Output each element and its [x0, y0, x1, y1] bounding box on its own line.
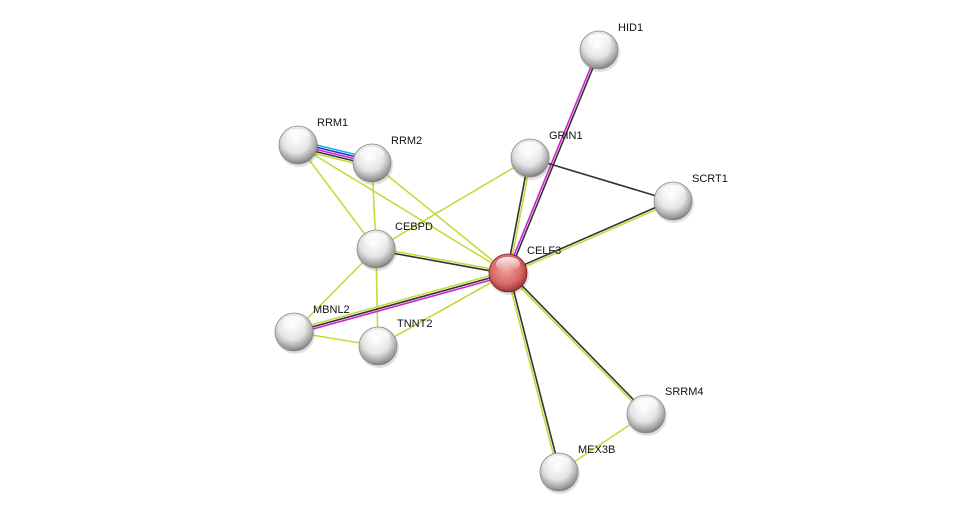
edge-celf3-scrt1[interactable]	[507, 199, 674, 275]
node-label: RRM1	[317, 117, 349, 129]
edge-evidence-coexpression	[507, 199, 673, 273]
edge-rrm1-cebpd[interactable]	[297, 144, 377, 250]
edge-evidence-textmining	[506, 273, 559, 473]
edge-celf3-rrm1[interactable]	[297, 144, 509, 274]
edge-celf3-grin1[interactable]	[506, 157, 532, 274]
edge-evidence-textmining	[297, 144, 509, 274]
edge-evidence-textmining	[508, 201, 674, 275]
edge-evidence-coexpression	[508, 271, 648, 414]
edge-grin1-scrt1[interactable]	[529, 157, 674, 202]
edge-evidence-textmining	[371, 162, 509, 274]
edge-celf3-tnnt2[interactable]	[377, 272, 509, 347]
node-label: SRRM4	[665, 386, 704, 398]
edge-evidence-coexpression	[375, 249, 508, 275]
edge-celf3-cebpd[interactable]	[375, 247, 509, 275]
edge-evidence-coexpression	[508, 272, 561, 472]
edge-evidence-textmining	[293, 270, 508, 331]
edge-evidence-coexpression	[529, 157, 674, 202]
edge-evidence-coexpression	[508, 50, 601, 274]
node-rrm2[interactable]	[352, 143, 393, 185]
node-label: GRIN1	[549, 130, 583, 142]
node-rrm1[interactable]	[278, 125, 319, 167]
node-label: TNNT2	[397, 318, 433, 330]
edge-celf3-hid1[interactable]	[506, 49, 601, 274]
edge-evidence-coexpression	[506, 157, 530, 273]
edge-grin1-cebpd[interactable]	[375, 157, 531, 250]
edge-evidence-textmining	[297, 144, 377, 250]
edge-celf3-mbnl2[interactable]	[293, 270, 509, 335]
node-srrm4[interactable]	[626, 394, 667, 436]
node-grin1[interactable]	[510, 138, 551, 180]
node-hid1[interactable]	[579, 30, 620, 72]
edge-evidence-textmining	[376, 247, 509, 273]
edge-evidence-textmining	[508, 158, 532, 274]
edge-celf3-mex3b[interactable]	[506, 272, 561, 473]
edge-evidence-coexpression	[293, 272, 509, 333]
node-tnnt2[interactable]	[358, 326, 399, 368]
node-cebpd[interactable]	[356, 229, 397, 271]
node-label: MBNL2	[313, 304, 350, 316]
edge-evidence-textmining	[293, 248, 377, 333]
edge-celf3-srrm4[interactable]	[506, 271, 648, 416]
node-celf3[interactable]	[488, 253, 529, 295]
edge-evidence-experiments	[506, 49, 599, 273]
node-label: MEX3B	[578, 444, 616, 456]
edge-evidence-experiments	[294, 274, 509, 335]
edge-cebpd-mbnl2[interactable]	[293, 248, 377, 333]
node-label: CEBPD	[395, 221, 433, 233]
node-label: SCRT1	[692, 173, 728, 185]
node-mex3b[interactable]	[539, 452, 580, 494]
node-label: HID1	[618, 22, 644, 34]
edge-evidence-textmining	[375, 157, 531, 250]
edge-evidence-textmining	[506, 273, 646, 416]
node-scrt1[interactable]	[653, 181, 694, 223]
edge-celf3-rrm2[interactable]	[371, 162, 509, 274]
node-label: RRM2	[391, 135, 423, 147]
edge-evidence-textmining	[377, 272, 509, 347]
node-mbnl2[interactable]	[274, 312, 315, 354]
node-label: CELF3	[527, 245, 562, 257]
